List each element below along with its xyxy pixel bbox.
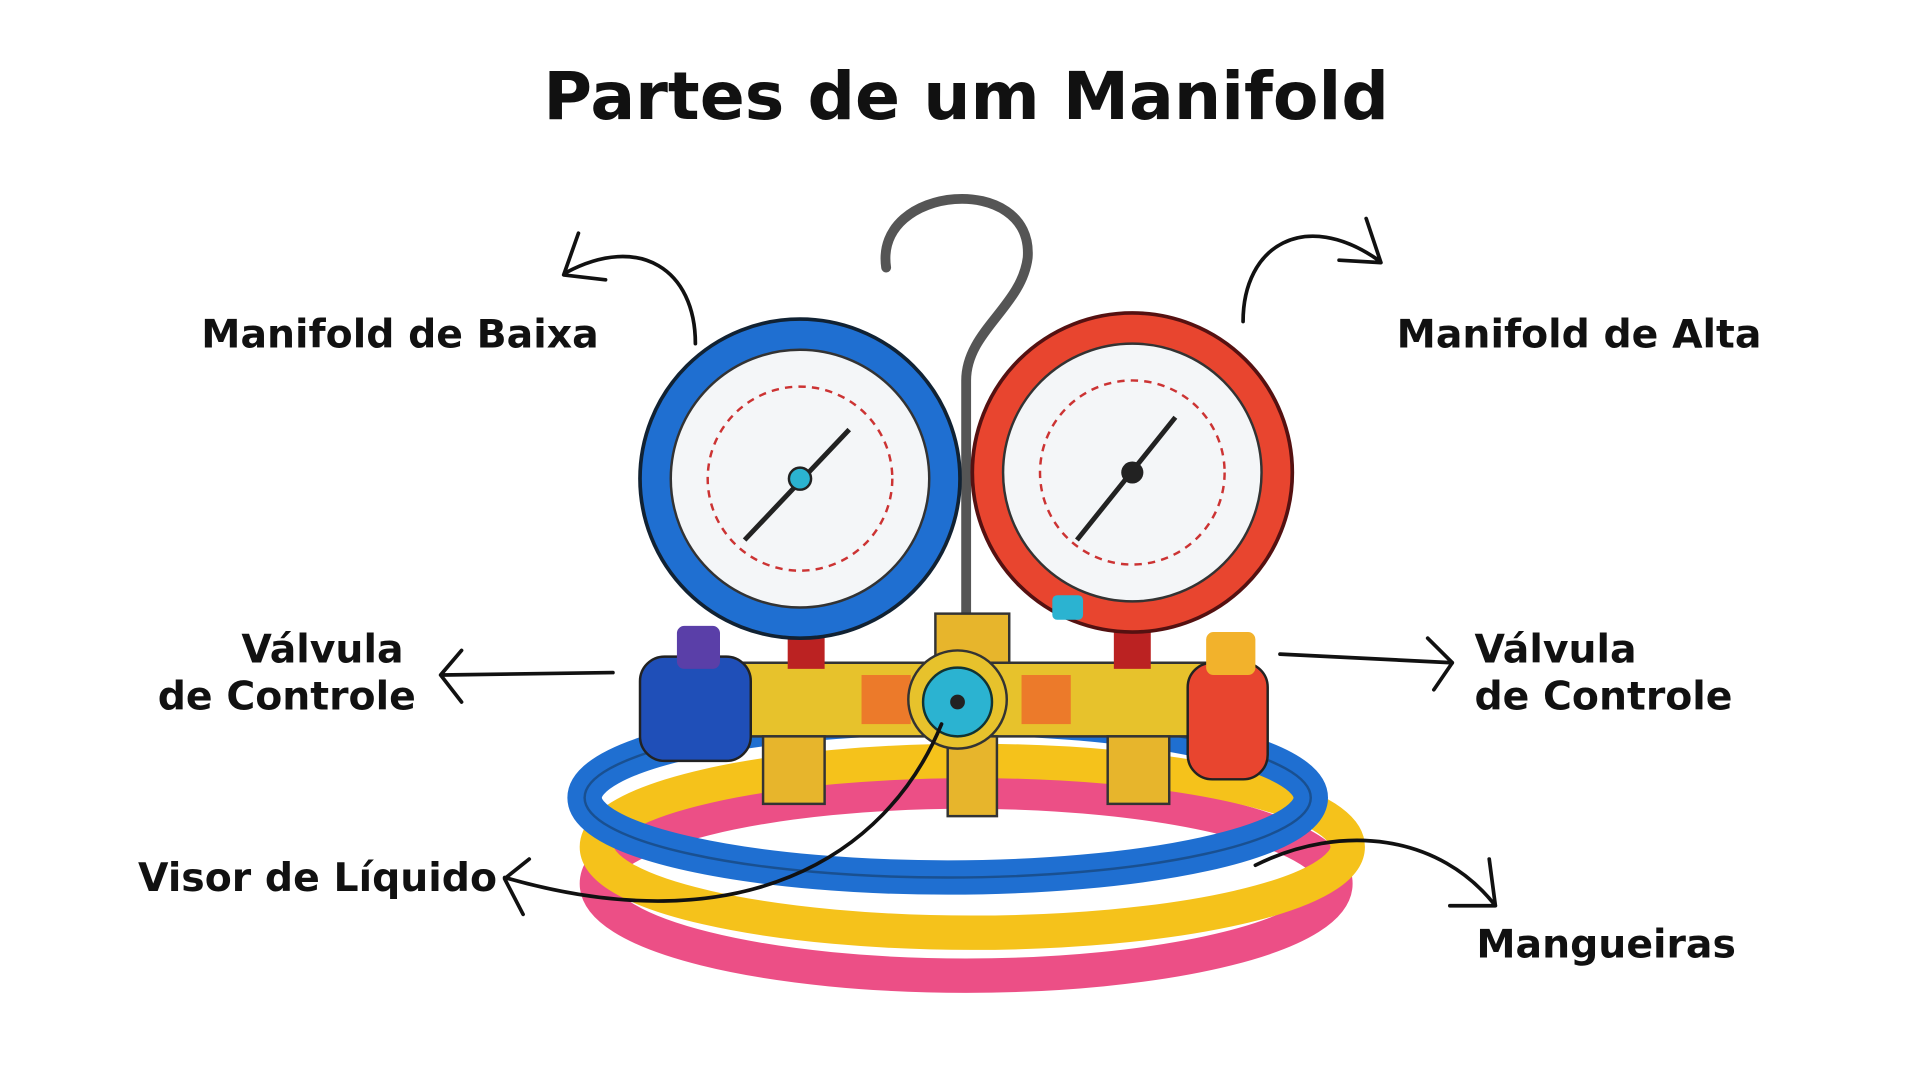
manifold-body [638, 612, 1269, 818]
label-hoses: Mangueiras [1476, 922, 1736, 967]
arrow-sight-glass [502, 722, 944, 917]
label-left-valve-line1: Válvula [241, 628, 403, 673]
arrow-right-valve [1278, 636, 1455, 692]
arrow-left-valve [438, 648, 615, 704]
low-pressure-gauge [638, 317, 962, 669]
arrow-low-gauge [561, 231, 698, 346]
label-high-gauge: Manifold de Alta [1397, 312, 1762, 357]
right-valve-knob [1186, 661, 1269, 781]
page-title: Partes de um Manifold [543, 57, 1389, 135]
high-pressure-gauge [970, 311, 1295, 669]
arrow-hoses [1253, 838, 1498, 908]
hanger-hook [880, 193, 1033, 619]
left-valve-knob [638, 655, 753, 763]
label-sight-glass: Visor de Líquido [138, 856, 497, 901]
label-right-valve-line1: Válvula [1474, 628, 1636, 673]
label-low-gauge: Manifold de Baixa [201, 312, 598, 357]
label-left-valve-line2: de Controle [158, 674, 416, 719]
arrow-high-gauge [1241, 216, 1383, 324]
label-right-valve-line2: de Controle [1474, 674, 1732, 719]
